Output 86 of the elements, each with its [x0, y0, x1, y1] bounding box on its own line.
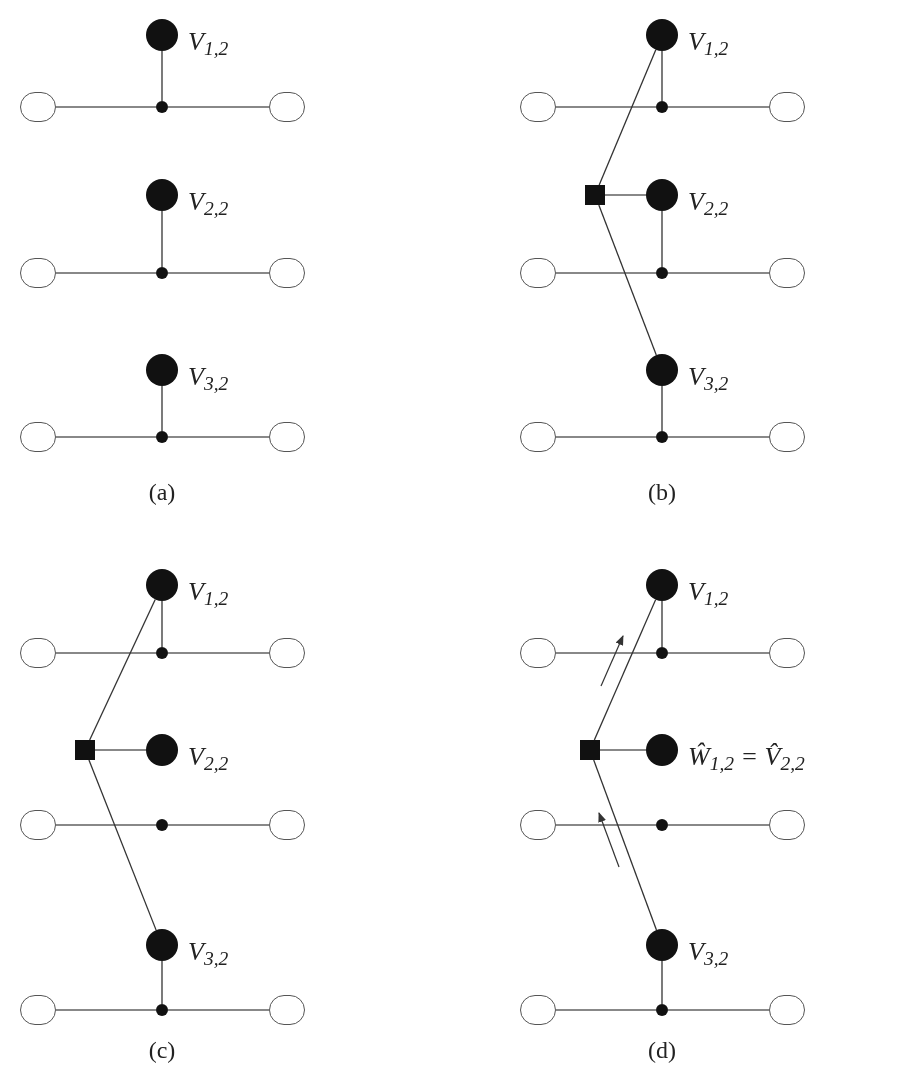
connector-line: [88, 759, 157, 931]
connector-line: [161, 960, 163, 1005]
connector-line: [555, 272, 657, 274]
connector-line: [161, 600, 163, 648]
filled-node: [646, 734, 678, 766]
connector-line: [661, 210, 663, 268]
empty-node: [769, 422, 805, 452]
filled-node: [646, 179, 678, 211]
square-filled-node: [75, 740, 95, 760]
empty-node: [520, 422, 556, 452]
filled-node: [646, 929, 678, 961]
connector-line: [667, 436, 770, 438]
connector-line: [667, 106, 770, 108]
empty-node: [269, 638, 305, 668]
connector-line: [55, 1009, 157, 1011]
connector-line: [593, 599, 657, 741]
empty-node: [20, 92, 56, 122]
empty-node: [269, 92, 305, 122]
connector-line: [161, 385, 163, 432]
connector-line: [667, 272, 770, 274]
connector-line: [604, 194, 647, 196]
connector-line: [555, 106, 657, 108]
empty-node: [520, 995, 556, 1025]
filled-node: [146, 179, 178, 211]
empty-node: [520, 810, 556, 840]
connector-line: [55, 824, 157, 826]
connector-line: [167, 106, 270, 108]
connector-line: [555, 824, 657, 826]
filled-node: [146, 929, 178, 961]
connector-line: [667, 824, 770, 826]
empty-node: [20, 810, 56, 840]
square-filled-node: [580, 740, 600, 760]
connector-line: [167, 436, 270, 438]
panel-caption: (d): [648, 1038, 676, 1062]
connector-line: [55, 436, 157, 438]
connector-line: [661, 385, 663, 432]
connector-line: [89, 598, 156, 741]
connector-line: [555, 652, 657, 654]
connector-line: [161, 50, 163, 102]
connector-line: [167, 824, 270, 826]
connector-line: [161, 210, 163, 268]
empty-node: [769, 638, 805, 668]
empty-node: [269, 422, 305, 452]
empty-node: [520, 258, 556, 288]
connector-line: [661, 960, 663, 1005]
filled-node: [146, 569, 178, 601]
connector-line: [94, 749, 147, 751]
filled-node: [146, 19, 178, 51]
connector-line: [667, 652, 770, 654]
empty-node: [20, 258, 56, 288]
square-filled-node: [585, 185, 605, 205]
panel-caption: (c): [148, 1038, 176, 1062]
empty-node: [769, 810, 805, 840]
empty-node: [769, 995, 805, 1025]
empty-node: [20, 995, 56, 1025]
connector-line: [55, 272, 157, 274]
connector-line: [598, 204, 657, 356]
empty-node: [269, 810, 305, 840]
empty-node: [20, 638, 56, 668]
connector-line: [661, 50, 663, 102]
filled-node: [646, 354, 678, 386]
connector-line: [555, 1009, 657, 1011]
panel-caption: (a): [148, 480, 176, 504]
connector-line: [167, 272, 270, 274]
panel-caption: (b): [648, 480, 676, 504]
empty-node: [269, 258, 305, 288]
connector-line: [555, 436, 657, 438]
filled-node: [146, 354, 178, 386]
empty-node: [769, 258, 805, 288]
connector-line: [667, 1009, 770, 1011]
connector-line: [661, 600, 663, 648]
empty-node: [769, 92, 805, 122]
filled-node: [146, 734, 178, 766]
empty-node: [520, 638, 556, 668]
connector-line: [167, 1009, 270, 1011]
connector-line: [167, 652, 270, 654]
connector-line: [55, 106, 157, 108]
empty-node: [20, 422, 56, 452]
filled-node: [646, 19, 678, 51]
empty-node: [269, 995, 305, 1025]
connector-line: [599, 749, 647, 751]
connector-line: [55, 652, 157, 654]
connector-line: [593, 759, 658, 931]
filled-node: [646, 569, 678, 601]
empty-node: [520, 92, 556, 122]
connector-line: [598, 49, 657, 186]
